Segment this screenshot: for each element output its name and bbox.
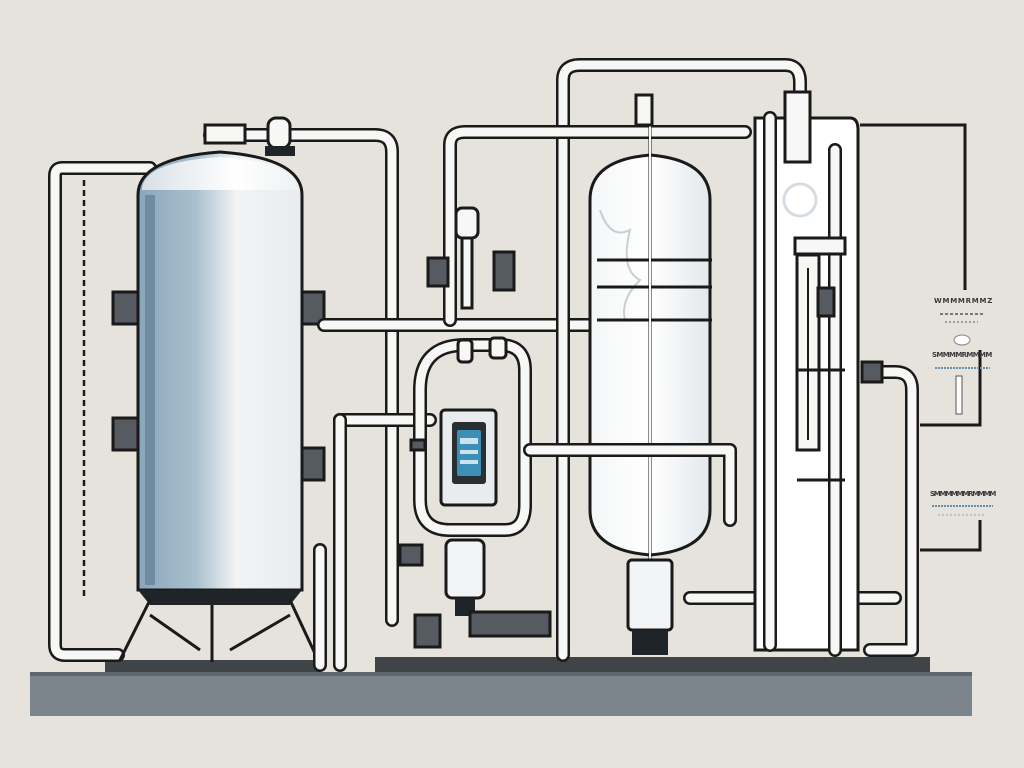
floor-platform: [30, 657, 972, 716]
tank-flange-left-lower: [111, 416, 140, 452]
filter-loop: [413, 338, 532, 537]
svg-text:SMMMMMMRMMMM: SMMMMMMRMMMM: [930, 490, 996, 498]
right-column: [753, 90, 860, 657]
tank-flange-right-lower: [300, 446, 326, 482]
annotation-lines: [860, 123, 982, 552]
control-unit: [409, 408, 498, 507]
annotation-label-1: WMMMRMMZ: [930, 295, 996, 346]
tank-flange-right-upper: [300, 290, 326, 326]
left-pipe-loop: [48, 161, 157, 662]
storage-tank: [118, 116, 320, 662]
tank-flange-left-upper: [111, 290, 140, 326]
far-right-pipe: [860, 360, 919, 657]
center-pipe-loop: [443, 58, 807, 662]
annotation-label-2: SMMMMRMMMM: [932, 351, 993, 415]
svg-text:SMMMMRMMMM: SMMMMRMMMM: [932, 351, 992, 359]
top-pipe-left: [203, 128, 399, 627]
filter-cartridge: [398, 538, 552, 649]
svg-text:WMMMRMMZ: WMMMRMMZ: [934, 297, 992, 305]
valve-upper-center: [426, 206, 516, 310]
pressure-vessel: [588, 93, 712, 655]
annotation-label-3: SMMMMMMRMMMM: [930, 490, 997, 516]
valve-small-center: [456, 336, 508, 364]
